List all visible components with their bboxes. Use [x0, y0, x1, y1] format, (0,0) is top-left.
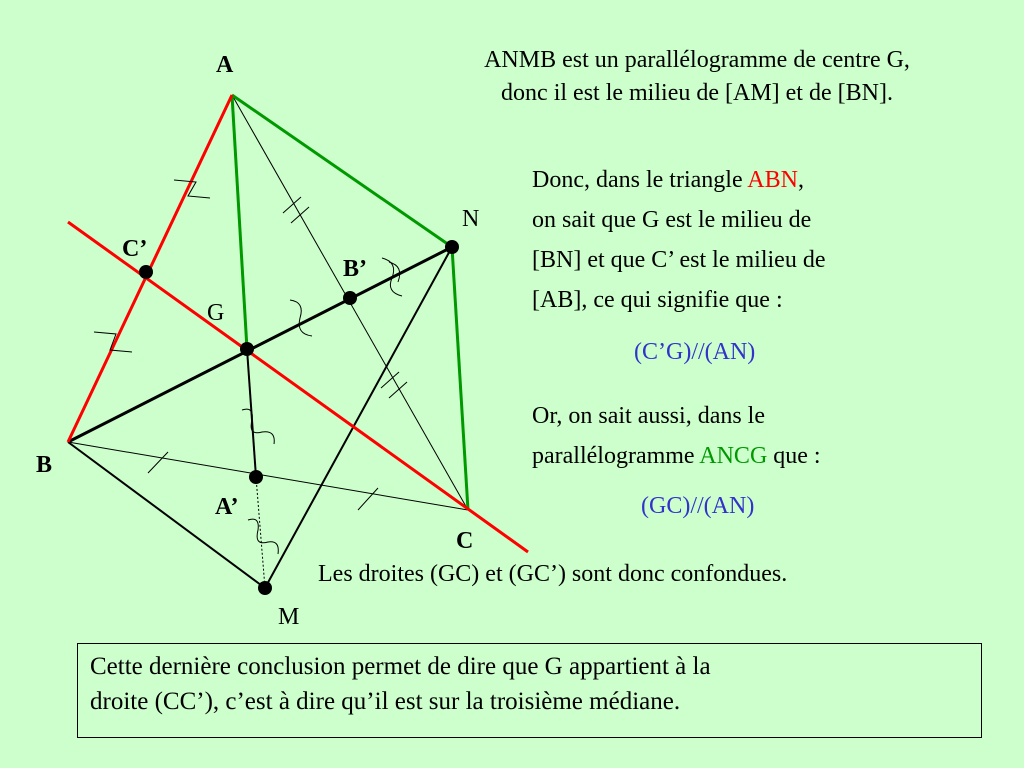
- reason-text: on sait que G est le milieu de [BN] et q…: [532, 200, 825, 320]
- segment-AN-green: [231, 93, 453, 249]
- points: [139, 240, 459, 595]
- label-B-prime: B’: [343, 256, 367, 282]
- intro-text: ANMB est un parallélogramme de centre G,…: [372, 46, 1022, 108]
- or-line-1: Or, on sait aussi, dans le: [532, 403, 766, 429]
- or-text: Or, on sait aussi, dans le parallélogram…: [532, 396, 821, 476]
- segment-BM: [67, 441, 266, 589]
- reason-line-2: [BN] et que C’ est le milieu de: [532, 247, 826, 273]
- box-line-2: droite (CC’), c’est à dire qu’il est sur…: [90, 687, 681, 715]
- or-line-2: parallélogramme ANCG que :: [532, 436, 821, 476]
- label-A-prime: A’: [215, 494, 239, 520]
- result-2: (GC)//(AN): [641, 493, 755, 519]
- label-C-prime: C’: [122, 236, 147, 262]
- label-G: G: [207, 300, 224, 326]
- reason-line-1: on sait que G est le milieu de: [532, 207, 812, 233]
- intro-line-1: ANMB est un parallélogramme de centre G,: [484, 47, 910, 73]
- segment-AG-green: [230, 94, 249, 350]
- segment-BN: [67, 245, 453, 444]
- box-line-1: Cette dernière conclusion permet de dire…: [90, 653, 711, 680]
- triangle-prefix: Donc, dans le triangle: [532, 167, 748, 193]
- segment-NC-green: [450, 246, 470, 511]
- triangle-name: ABN: [747, 167, 798, 193]
- point-G: [240, 342, 254, 356]
- label-A: A: [216, 52, 234, 78]
- or-suffix: que :: [767, 443, 821, 469]
- triangle-suffix: ,: [797, 167, 804, 193]
- or-name: ANCG: [699, 443, 768, 469]
- segment-BC: [67, 441, 469, 511]
- label-M: M: [278, 604, 299, 630]
- triangle-line: Donc, dans le triangle ABN,: [532, 166, 804, 195]
- point-B-prime: [343, 291, 357, 305]
- segment-GA-prime-dotted: [255, 476, 266, 589]
- intro-line-2: donc il est le milieu de [AM] et de [BN]…: [501, 79, 893, 106]
- or-prefix: parallélogramme: [532, 443, 700, 469]
- label-B: B: [36, 452, 52, 478]
- label-C: C: [456, 528, 473, 554]
- point-A-prime: [249, 470, 263, 484]
- line-CC-prime-red: [67, 220, 529, 554]
- point-C-prime: [139, 265, 153, 279]
- equal-length-marks: [93, 179, 408, 555]
- point-M: [258, 581, 272, 595]
- label-N: N: [462, 206, 479, 232]
- segment-MN: [264, 246, 453, 589]
- conclusion-line: Les droites (GC) et (GC’) sont donc conf…: [318, 561, 788, 587]
- point-N: [445, 240, 459, 254]
- result-1: (C’G)//(AN): [634, 339, 756, 365]
- reason-line-3: [AB], ce qui signifie que :: [532, 287, 783, 313]
- conclusion-box: Cette dernière conclusion permet de dire…: [77, 643, 982, 738]
